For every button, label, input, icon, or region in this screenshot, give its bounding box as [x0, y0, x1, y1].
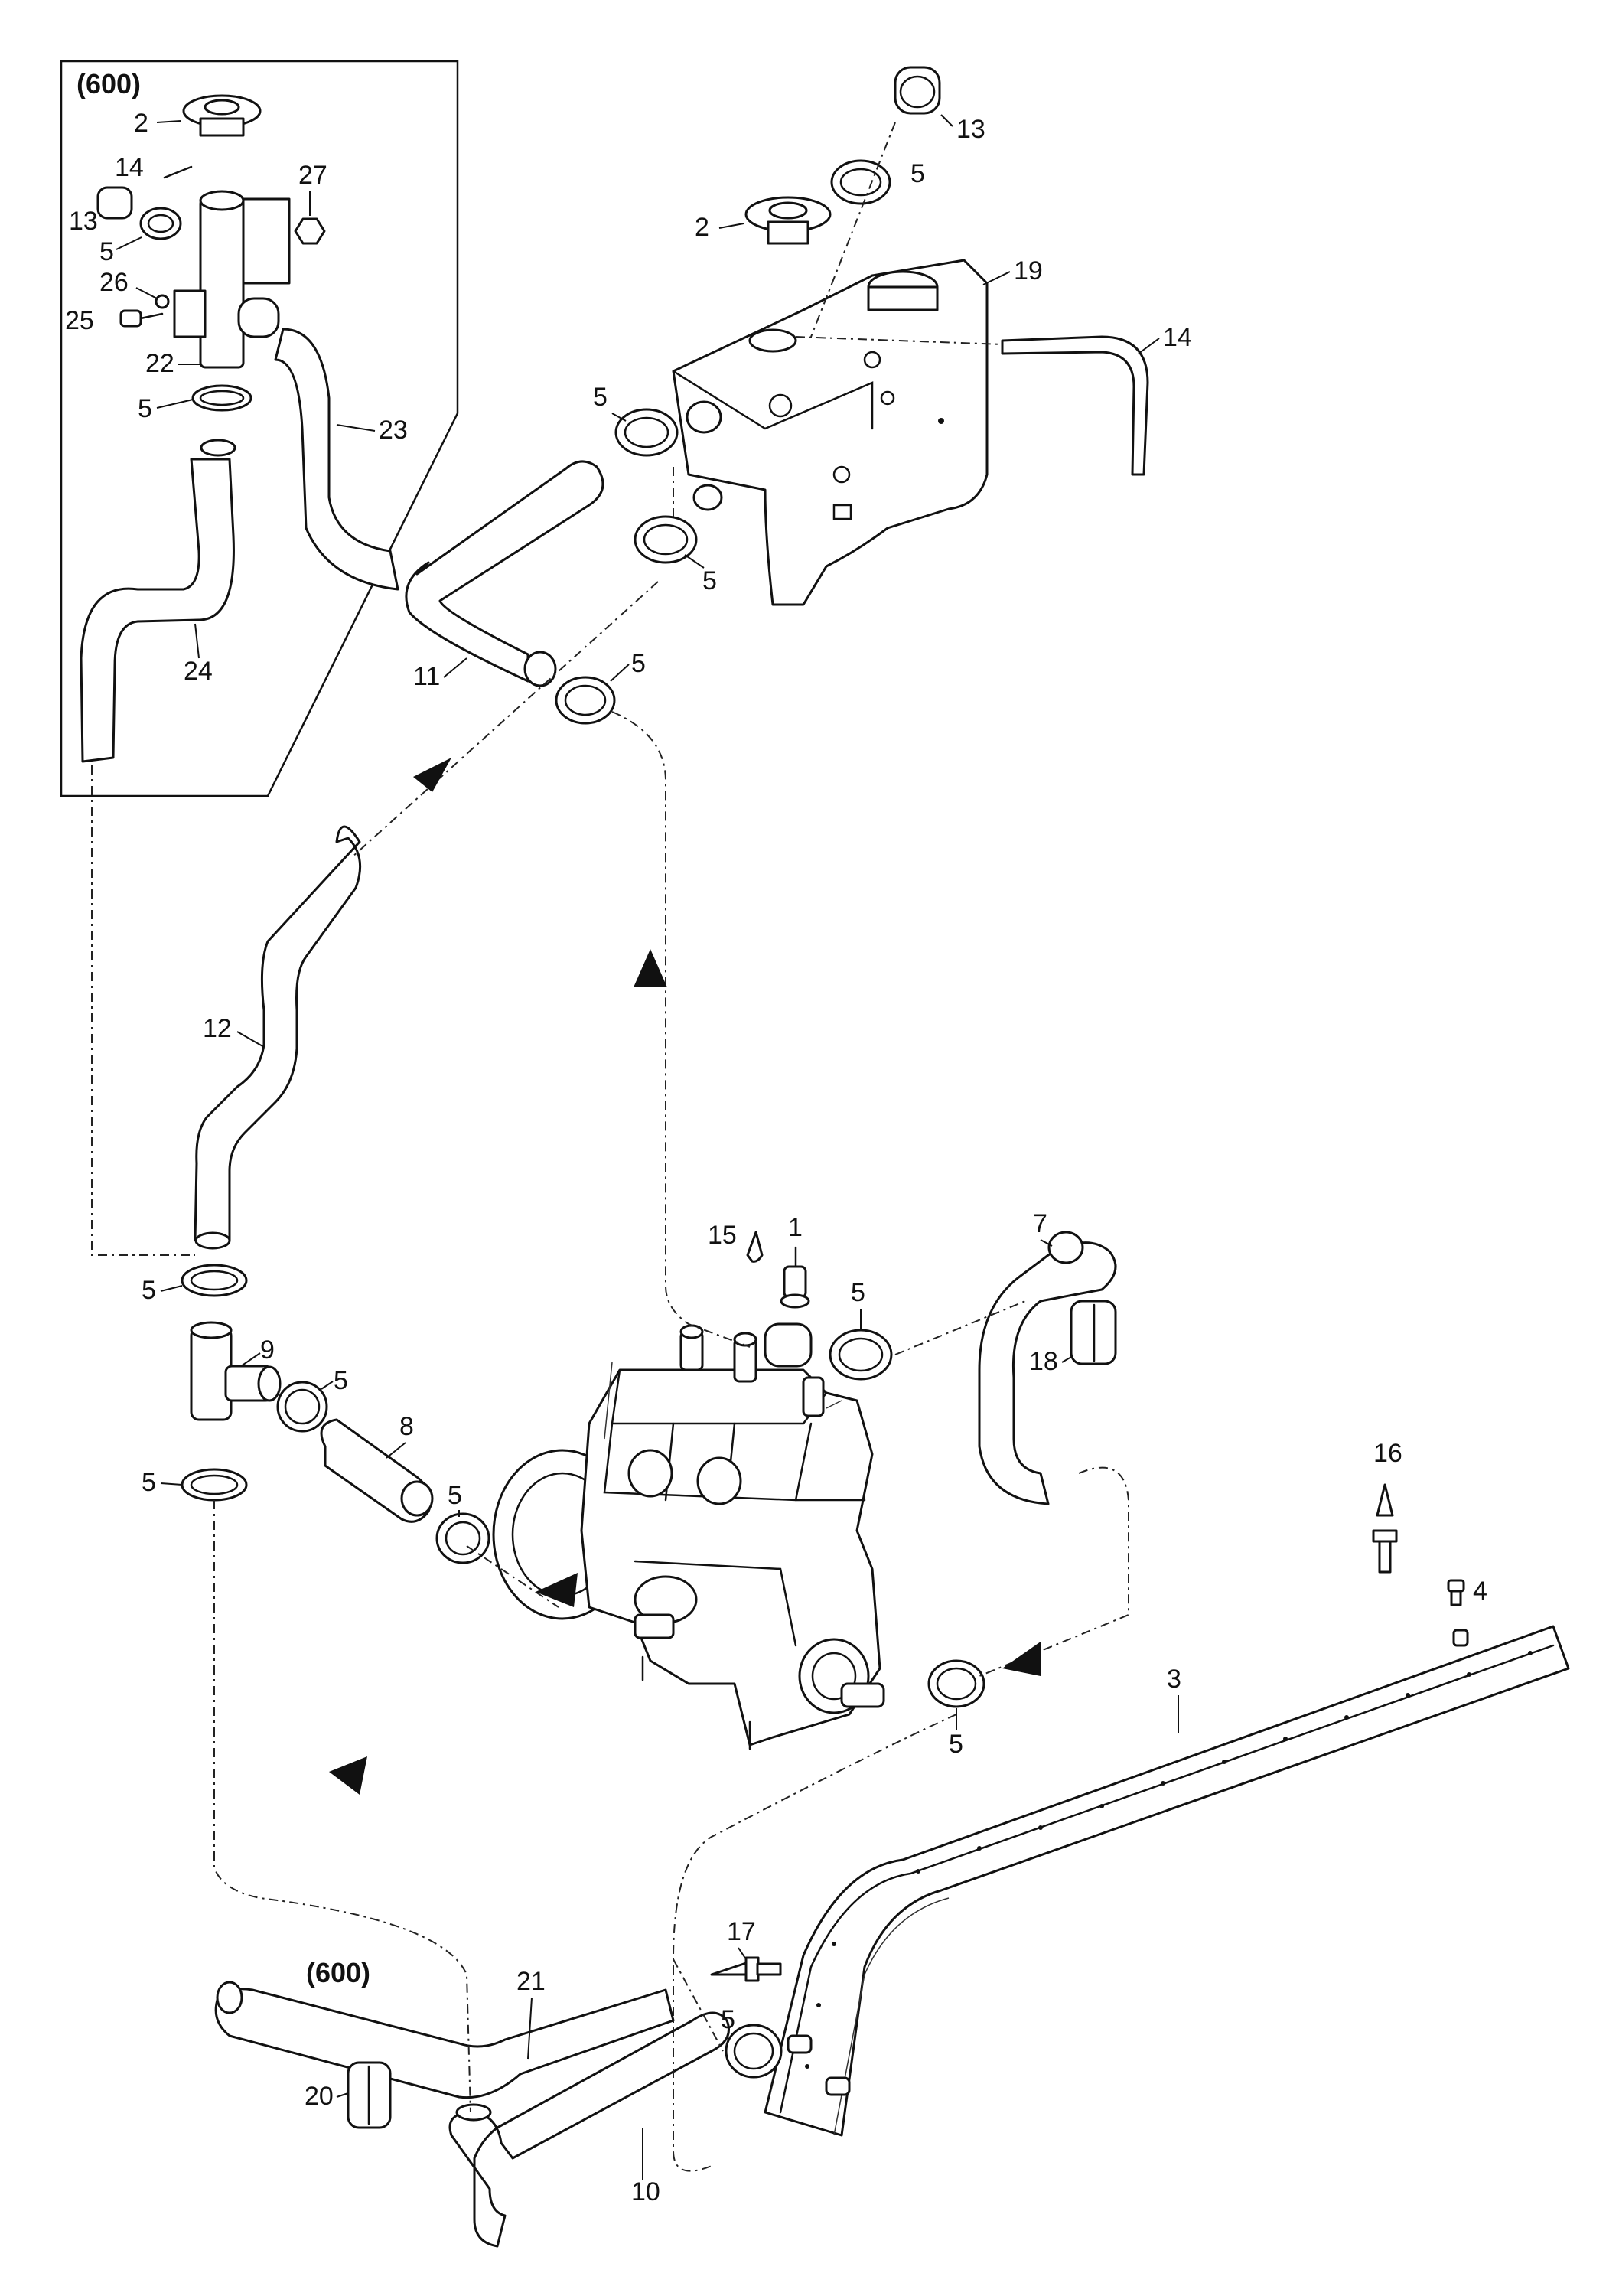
inset-hose-clamp-top: [139, 207, 182, 240]
label-8: 8: [399, 1412, 414, 1441]
label-14-inset: 14: [115, 153, 144, 182]
label-5-inset-a: 5: [99, 237, 114, 266]
label-5-f: 5: [142, 1276, 156, 1305]
reservoir-cap: [744, 196, 832, 245]
label-5-g: 5: [334, 1366, 348, 1395]
hose-clamp-7: [829, 1329, 893, 1381]
inset-pin-14: [163, 165, 193, 179]
sleeve-18: [1070, 1300, 1117, 1365]
inset-washer-26: [155, 294, 170, 309]
label-21: 21: [516, 1967, 546, 1996]
bottom-variant-label: (600): [306, 1957, 370, 1988]
label-17: 17: [727, 1917, 756, 1946]
screw-4: [1447, 1579, 1465, 1606]
label-25-inset: 25: [65, 306, 94, 335]
hose-clamp-8: [435, 1512, 490, 1564]
hose-clamp-10: [725, 2024, 783, 2079]
label-4: 4: [1473, 1577, 1487, 1606]
label-5-e: 5: [851, 1278, 865, 1307]
temperature-sensor-1: [780, 1246, 810, 1309]
flow-arrow-1: [413, 758, 451, 792]
hose-clamp-reservoir-bottom: [634, 515, 698, 564]
label-19: 19: [1014, 256, 1043, 285]
label-2-inset: 2: [134, 109, 148, 138]
coolant-reservoir: [672, 259, 989, 606]
sleeve-20: [347, 2061, 392, 2129]
label-11: 11: [413, 662, 440, 691]
hose-7: [978, 1241, 1117, 1505]
label-18: 18: [1029, 1347, 1058, 1376]
label-5-j: 5: [949, 1730, 963, 1759]
hose-clamp-reservoir-top: [830, 159, 891, 205]
label-5-k: 5: [721, 2005, 735, 2034]
label-15: 15: [708, 1221, 737, 1250]
label-14: 14: [1163, 323, 1192, 352]
inset-hose-clamp-bottom: [191, 384, 252, 412]
sealant-drop-15: [746, 1231, 764, 1263]
inset-hose-23: [274, 328, 399, 591]
label-23-inset: 23: [379, 416, 408, 445]
label-5-i: 5: [142, 1468, 156, 1497]
label-2: 2: [695, 213, 709, 242]
inset-hose-24: [80, 458, 235, 763]
inset-variant-label: (600): [77, 68, 141, 99]
label-5-a: 5: [910, 159, 925, 188]
flow-arrow-5: [329, 1756, 367, 1795]
hose-clamp-reservoir-side: [614, 408, 679, 457]
label-1: 1: [788, 1213, 803, 1242]
inset-cap-13: [96, 186, 133, 220]
flow-arrow-2: [634, 949, 667, 987]
label-10: 10: [631, 2177, 660, 2206]
hose-clamp-tee-top: [181, 1264, 248, 1297]
hose-clamp-heat-exchanger: [927, 1659, 985, 1708]
rivet-16: [1372, 1483, 1398, 1574]
label-22-inset: 22: [145, 349, 174, 378]
inset-o-ring: [200, 439, 236, 457]
hose-clamp-tee-bottom: [181, 1468, 248, 1502]
screw-4-installed: [1452, 1629, 1469, 1647]
inset-600-variant: (600): [60, 60, 459, 797]
label-13-inset: 13: [69, 207, 98, 236]
label-16: 16: [1373, 1439, 1402, 1468]
label-24-inset: 24: [184, 657, 213, 686]
label-5-d: 5: [631, 649, 646, 678]
label-7: 7: [1033, 1209, 1047, 1238]
heat-exchanger-3: [764, 1625, 1570, 2137]
part-callouts: 13 5 2 19 14 5 5 11 5 12 7 15 1 5 18 5 9…: [142, 114, 1487, 2206]
hose-clamp-11: [555, 676, 616, 725]
inset-filler-neck: [173, 190, 291, 369]
label-5-c: 5: [702, 566, 717, 595]
label-20: 20: [305, 2082, 334, 2111]
rivet-17: [710, 1956, 782, 1982]
flow-arrow-4: [1002, 1642, 1041, 1676]
inset-nut-27: [294, 217, 326, 245]
label-26-inset: 26: [99, 268, 129, 297]
label-12: 12: [203, 1014, 232, 1043]
flow-arrow-3: [536, 1573, 578, 1607]
label-5-h: 5: [448, 1481, 462, 1510]
overflow-hose-14: [1001, 335, 1149, 476]
inset-screw-25: [119, 309, 164, 328]
tee-fitting-9: [190, 1321, 282, 1421]
cap-13-top: [894, 66, 941, 115]
hose-clamp-tee-side: [276, 1381, 328, 1433]
hose-8: [320, 1418, 434, 1523]
coolant-flow-paths: [91, 122, 1129, 2172]
hose-21: [214, 1988, 675, 2099]
label-5-inset-b: 5: [138, 394, 152, 423]
inset-radiator-cap: [182, 94, 262, 137]
engine-block: [492, 1322, 885, 1750]
label-5-b: 5: [593, 383, 608, 412]
label-3: 3: [1167, 1665, 1181, 1694]
label-9: 9: [260, 1336, 275, 1365]
label-27-inset: 27: [298, 161, 327, 190]
hose-11: [405, 460, 604, 683]
label-13: 13: [956, 115, 985, 144]
